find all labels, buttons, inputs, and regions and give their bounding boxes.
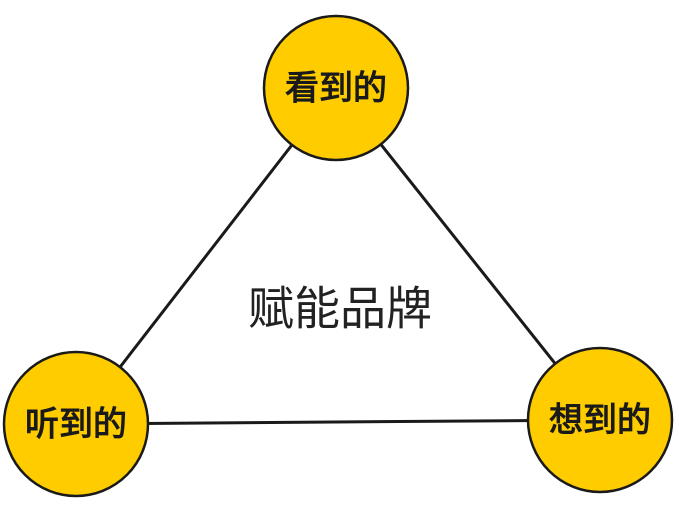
node-circle-left (2, 350, 150, 498)
center-label: 赋能品牌 (248, 282, 432, 336)
node-label-right: 想到的 (549, 401, 651, 441)
node-label-left: 听到的 (25, 405, 127, 445)
node-label-top: 看到的 (285, 69, 387, 109)
node-right: 想到的 (526, 346, 674, 494)
node-circle-top (262, 14, 410, 162)
node-top: 看到的 (262, 14, 410, 162)
node-circle-right (526, 346, 674, 494)
node-left: 听到的 (2, 350, 150, 498)
edge-left-right (75, 418, 601, 426)
